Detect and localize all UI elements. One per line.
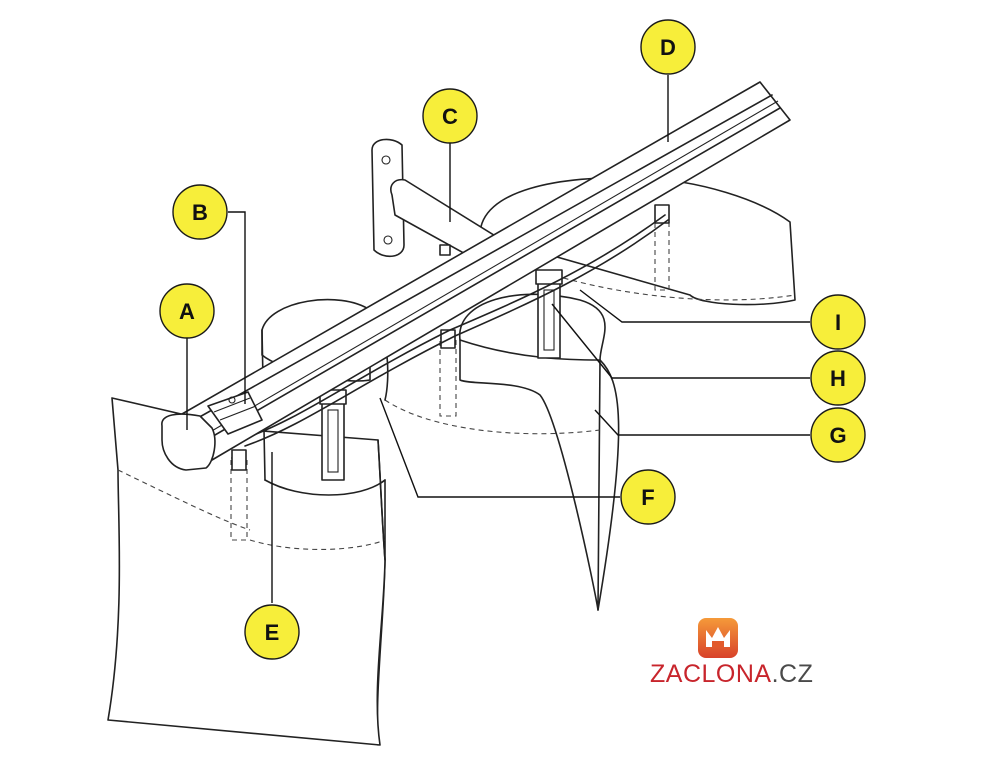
svg-text:D: D [660,35,676,60]
svg-text:C: C [442,104,458,129]
svg-text:I: I [835,310,841,335]
badge-f: F [620,469,676,525]
svg-text:B: B [192,200,208,225]
badge-g: G [810,407,866,463]
badge-c: C [422,88,478,144]
svg-text:E: E [265,620,280,645]
svg-text:F: F [641,485,654,510]
badge-b: B [172,184,228,240]
brand-name-main: ZACLONA [650,660,772,688]
crown-logo-icon [698,618,738,658]
curtain-fabric [107,176,796,746]
badge-h: H [810,350,866,406]
brand-name-tld: .CZ [771,660,814,688]
curtain-rod [161,81,791,471]
badge-e: E [244,604,300,660]
svg-text:A: A [179,299,195,324]
leader-lines [186,75,810,603]
gliders-and-hooks [230,204,670,541]
badge-d: D [640,19,696,75]
svg-text:H: H [830,366,846,391]
svg-text:G: G [829,423,846,448]
badge-i: I [810,294,866,350]
brand-name: ZACLONA.CZ [650,660,813,689]
badge-a: A [159,283,215,339]
cord [239,214,666,441]
label-badges: A B C D E F G H [159,19,866,660]
